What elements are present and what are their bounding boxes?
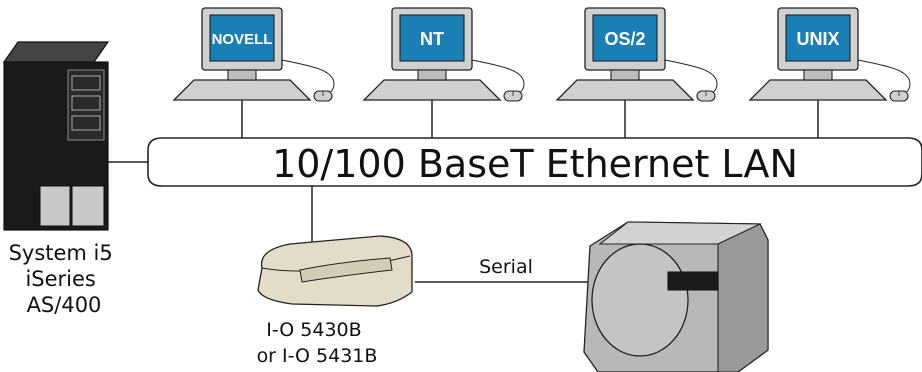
ethernet-lan-bus: 10/100 BaseT Ethernet LAN xyxy=(147,137,922,187)
server-label-line: System i5 xyxy=(9,241,113,265)
io-adapter-icon xyxy=(257,235,413,307)
server-label-line: AS/400 xyxy=(27,293,102,317)
workstation-unix: UNIX xyxy=(749,7,911,102)
printer-icon xyxy=(583,221,769,372)
workstation-os-label: NOVELL xyxy=(212,31,273,48)
workstation-os-label: UNIX xyxy=(796,29,839,49)
server-tower-icon xyxy=(2,41,110,231)
server-label-line: iSeries xyxy=(25,267,95,291)
lan-label: 10/100 BaseT Ethernet LAN xyxy=(272,142,798,186)
serial-link-label: Serial xyxy=(479,256,533,278)
workstation-nt: NT xyxy=(363,7,525,102)
connector-lines xyxy=(108,100,819,283)
adapter-label: I-O 5430B or I-O 5431B xyxy=(257,319,378,367)
workstation-os-label: NT xyxy=(420,29,444,49)
workstation-os-label: OS/2 xyxy=(604,29,645,49)
workstation-os2: OS/2 xyxy=(556,7,718,102)
adapter-label-line: or I-O 5431B xyxy=(257,345,378,367)
server-label: System i5 iSeries AS/400 xyxy=(9,241,120,317)
workstation-novell: NOVELL xyxy=(173,7,335,102)
adapter-label-line: I-O 5430B xyxy=(266,319,361,341)
